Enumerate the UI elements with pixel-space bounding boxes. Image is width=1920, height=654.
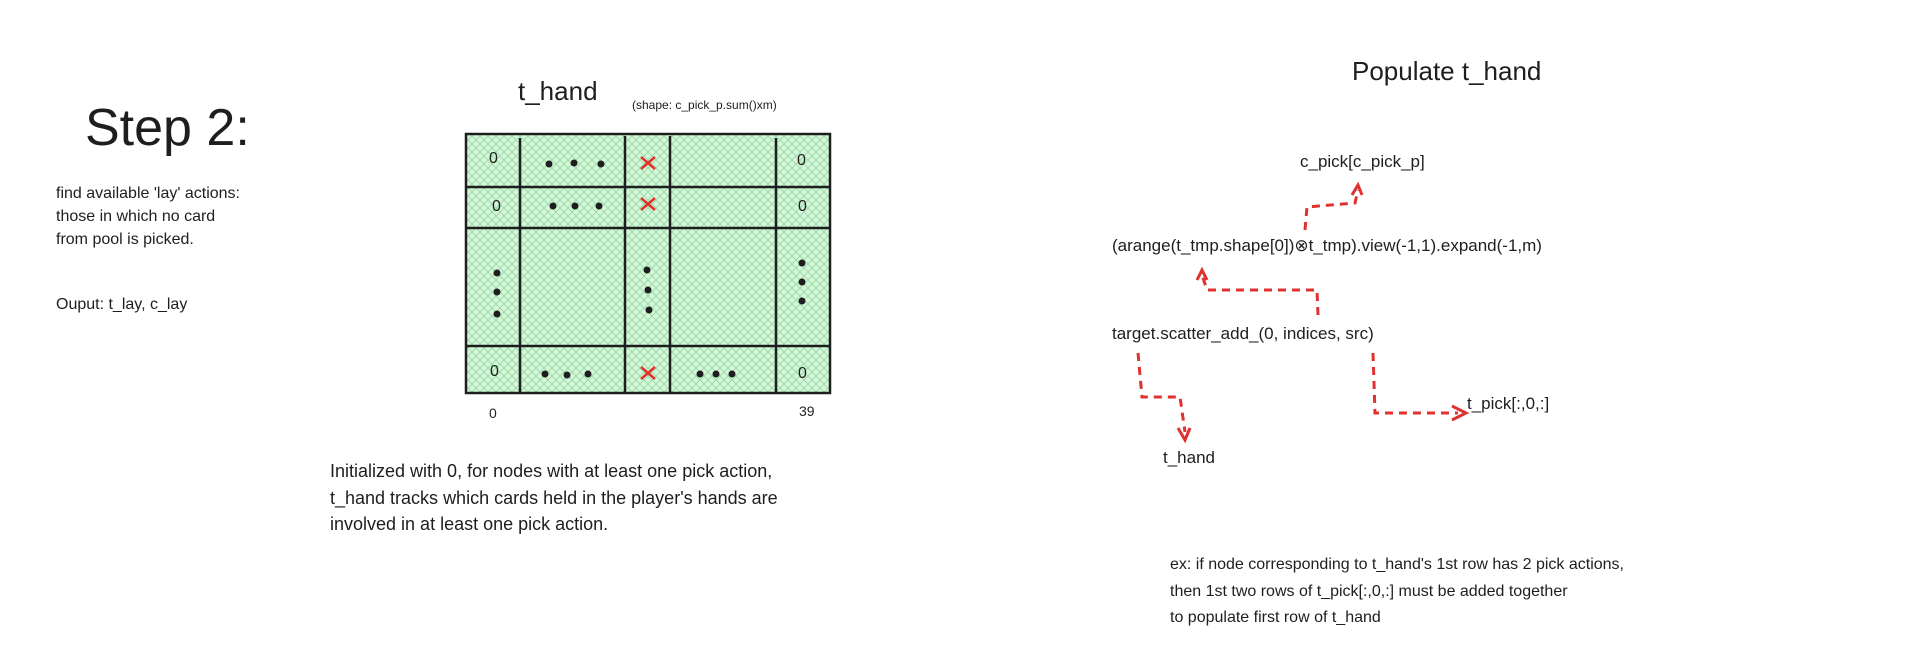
example-note: ex: if node corresponding to t_hand's 1s… (1170, 552, 1624, 632)
populate-title: Populate t_hand (1352, 56, 1542, 86)
cell-zero: 0 (798, 365, 807, 382)
example-line: to populate first row of t_hand (1170, 609, 1381, 626)
caption-line: t_hand tracks which cards held in the pl… (330, 487, 778, 508)
c-pick-expression: c_pick[c_pick_p] (1300, 152, 1425, 171)
caption-line: Initialized with 0, for nodes with at le… (330, 461, 773, 481)
arrow-heads (1176, 181, 1470, 444)
cell-zero: 0 (797, 152, 806, 169)
arange-expression: (arange(t_tmp.shape[0])⊗t_tmp).view(-1,1… (1112, 236, 1542, 255)
description-line: find available 'lay' actions: (56, 185, 240, 202)
description-line: from pool is picked. (56, 231, 194, 248)
matrix-caption: Initialized with 0, for nodes with at le… (330, 458, 778, 538)
step-output: Ouput: t_lay, c_lay (56, 296, 188, 313)
flow-arrows (1136, 189, 1458, 433)
step-title: Step 2: (85, 99, 250, 157)
axis-end-label: 39 (799, 403, 815, 419)
cell-zero: 0 (492, 198, 501, 215)
cell-zero: 0 (490, 363, 499, 380)
cell-zero: 0 (798, 198, 807, 215)
x-marks (640, 156, 656, 380)
matrix-title: t_hand (518, 76, 598, 106)
ellipsis-dots (493, 159, 806, 379)
axis-start-label: 0 (489, 405, 497, 421)
description-line: those in which no card (56, 208, 216, 225)
t-pick-expression: t_pick[:,0,:] (1467, 394, 1550, 413)
matrix-shape: (shape: c_pick_p.sum()xm) (632, 98, 777, 112)
step-description: find available 'lay' actions: those in w… (56, 182, 240, 251)
t-hand-matrix (464, 132, 832, 395)
t-hand-target: t_hand (1163, 448, 1215, 467)
cell-zero: 0 (489, 150, 498, 167)
scatter-expression: target.scatter_add_(0, indices, src) (1112, 324, 1374, 343)
example-line: then 1st two rows of t_pick[:,0,:] must … (1170, 582, 1568, 600)
example-line: ex: if node corresponding to t_hand's 1s… (1170, 556, 1624, 573)
caption-line: involved in at least one pick action. (330, 514, 609, 534)
